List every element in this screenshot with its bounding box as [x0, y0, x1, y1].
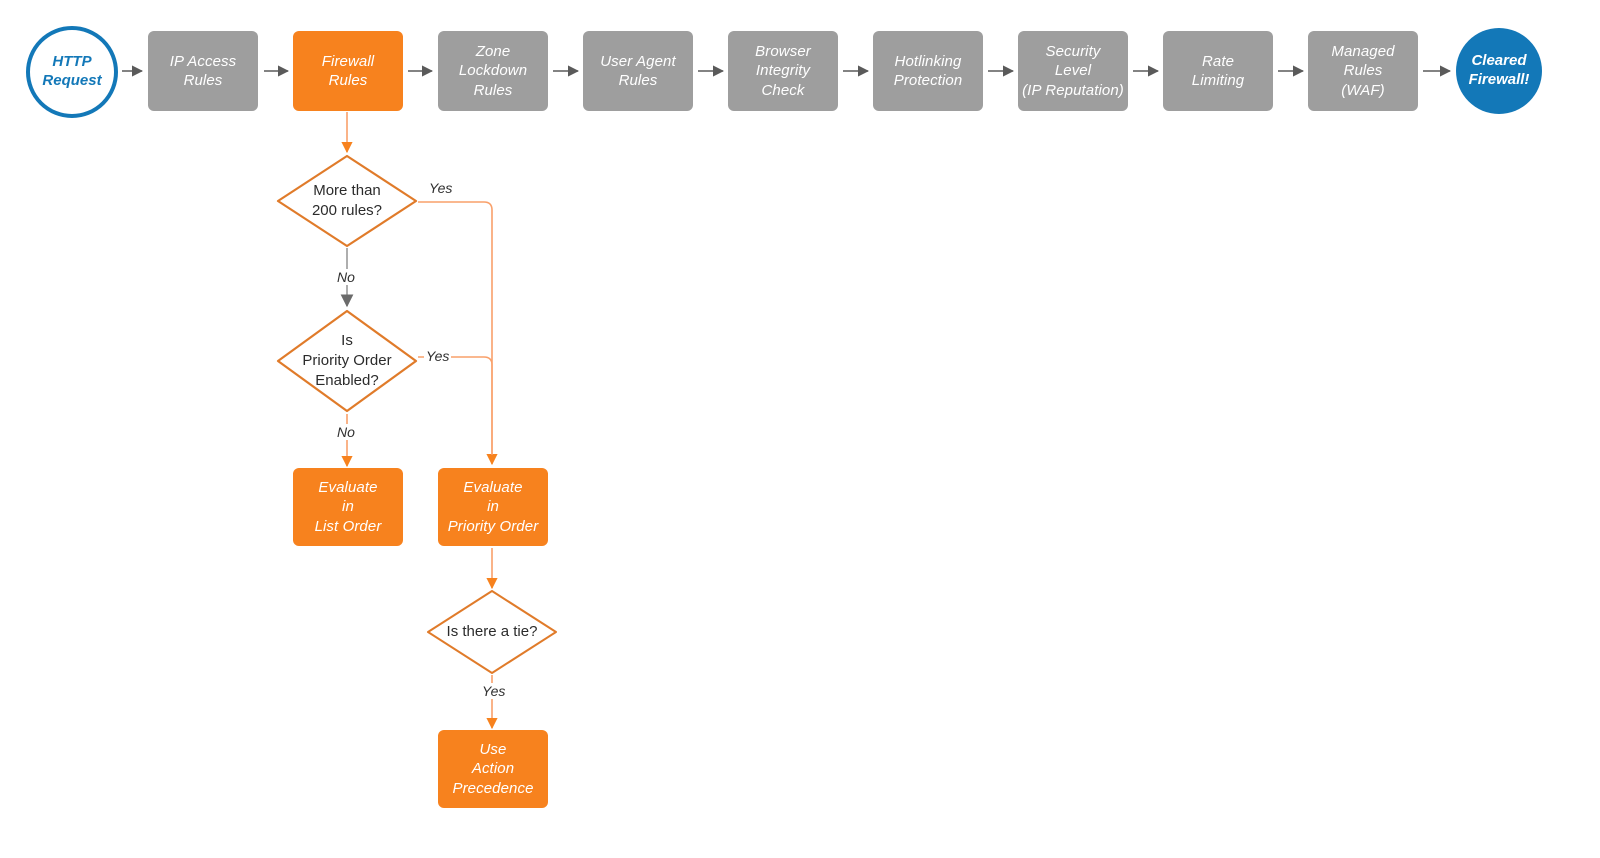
step-label-line-1: Browser: [755, 42, 811, 60]
decision-is-priority-order-enabled[interactable]: Is Priority Order Enabled?: [275, 308, 419, 414]
outcome-line-3: List Order: [314, 517, 382, 535]
decision-more-than-200-rules[interactable]: More than 200 rules?: [275, 153, 419, 249]
outcome-line-2: in: [487, 498, 499, 516]
step-label-line-2: Lockdown: [458, 62, 528, 80]
step-label-line-1: Zone: [475, 42, 511, 60]
outcome-evaluate-in-priority-order[interactable]: Evaluate in Priority Order: [438, 468, 548, 546]
step-label-line-1: Security: [1045, 42, 1101, 60]
start-node-line-1: HTTP: [52, 53, 92, 71]
edge-label-yes-tie: Yes: [480, 683, 508, 699]
pipeline-step-user-agent-rules[interactable]: User Agent Rules: [583, 31, 693, 111]
diamond-shape: [276, 154, 418, 248]
step-label-line-2: Level: [1054, 62, 1092, 80]
step-label-line-3: (IP Reputation): [1022, 81, 1124, 99]
step-label-line-2: Limiting: [1191, 72, 1245, 89]
start-node-http-request[interactable]: HTTP Request: [26, 26, 118, 118]
decision-line-1: Is: [341, 332, 353, 350]
decision-label: More than 200 rules?: [275, 153, 419, 249]
decision-line-3: Enabled?: [315, 371, 379, 389]
decision-label: Is there a tie?: [425, 588, 559, 676]
step-label-line-1: User Agent: [600, 52, 676, 70]
outcome-evaluate-in-list-order[interactable]: Evaluate in List Order: [293, 468, 403, 546]
step-label-line-3: Rules: [473, 81, 513, 99]
decision-line-1: More than: [313, 182, 381, 200]
step-label-line-1: Managed: [1331, 42, 1395, 60]
outcome-line-1: Evaluate: [463, 478, 523, 496]
pipeline-step-security-level[interactable]: Security Level (IP Reputation): [1018, 31, 1128, 111]
decision-line-1: Is there a tie?: [446, 623, 538, 641]
step-label-line-1: Firewall: [321, 52, 375, 70]
step-label-line-2: Rules: [183, 72, 223, 89]
pipeline-step-browser-integrity-check[interactable]: Browser Integrity Check: [728, 31, 838, 111]
decision-line-2: Priority Order: [302, 352, 392, 370]
outcome-line-3: Precedence: [452, 779, 534, 797]
outcome-line-1: Use: [479, 740, 507, 758]
edge-label-yes-priority-order: Yes: [424, 348, 452, 364]
decision-label: Is Priority Order Enabled?: [275, 308, 419, 414]
end-node-line-1: Cleared: [1471, 52, 1527, 70]
end-node-line-2: Firewall!: [1468, 71, 1530, 88]
step-label-line-3: (WAF): [1341, 81, 1385, 99]
outcome-line-3: Priority Order: [447, 517, 539, 535]
step-label-line-2: Protection: [893, 72, 963, 89]
diamond-shape: [276, 309, 418, 413]
decision-line-2: 200 rules?: [311, 202, 383, 219]
pipeline-step-zone-lockdown-rules[interactable]: Zone Lockdown Rules: [438, 31, 548, 111]
step-label-line-2: Integrity: [755, 62, 811, 80]
outcome-line-2: in: [342, 498, 354, 516]
step-label-line-1: Hotlinking: [894, 52, 962, 70]
outcome-line-1: Evaluate: [318, 478, 378, 496]
pipeline-step-managed-rules-waf[interactable]: Managed Rules (WAF): [1308, 31, 1418, 111]
diamond-shape: [427, 590, 557, 674]
start-node-line-2: Request: [42, 72, 102, 89]
edge-label-yes-more-than-200: Yes: [427, 180, 455, 196]
step-label-line-2: Rules: [1343, 62, 1383, 80]
outcome-use-action-precedence[interactable]: Use Action Precedence: [438, 730, 548, 808]
step-label-line-2: Rules: [618, 72, 658, 89]
end-node-cleared-firewall[interactable]: Cleared Firewall!: [1456, 28, 1542, 114]
pipeline-step-rate-limiting[interactable]: Rate Limiting: [1163, 31, 1273, 111]
step-label-line-1: Rate: [1201, 52, 1235, 70]
step-label-line-1: IP Access: [169, 52, 237, 70]
edge-label-no-priority-order: No: [335, 424, 357, 440]
step-label-line-3: Check: [761, 81, 805, 99]
pipeline-step-firewall-rules[interactable]: Firewall Rules: [293, 31, 403, 111]
pipeline-step-ip-access-rules[interactable]: IP Access Rules: [148, 31, 258, 111]
pipeline-step-hotlinking-protection[interactable]: Hotlinking Protection: [873, 31, 983, 111]
step-label-line-2: Rules: [328, 72, 368, 89]
decision-is-there-a-tie[interactable]: Is there a tie?: [425, 588, 559, 676]
outcome-line-2: Action: [471, 760, 515, 778]
edge-label-no-more-than-200: No: [335, 269, 357, 285]
